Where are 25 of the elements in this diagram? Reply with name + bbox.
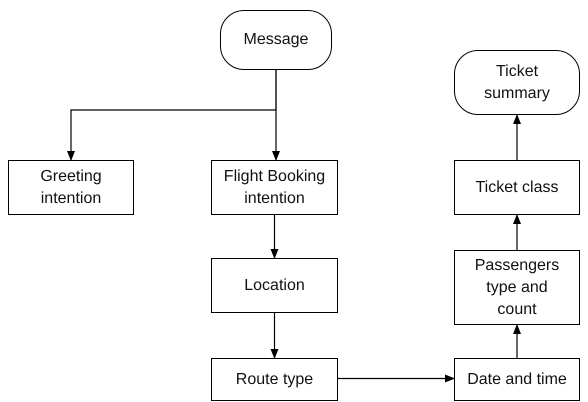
node-label: Ticket summary — [483, 62, 551, 104]
process-box — [211, 358, 338, 401]
node-label: Location — [244, 276, 305, 296]
node-label: Passengers type and count — [474, 256, 560, 320]
terminal-node — [454, 50, 580, 115]
arrow — [513, 114, 521, 160]
node-label: Message — [244, 30, 308, 50]
arrow — [513, 214, 521, 250]
arrow — [270, 313, 278, 359]
arrow — [338, 374, 455, 382]
node-label: Date and time — [467, 370, 567, 390]
node-label: Ticket class — [476, 178, 558, 198]
arrow — [272, 70, 280, 161]
process-box — [454, 358, 580, 401]
node-label: Route type — [236, 370, 314, 390]
node-label: Flight Booking intention — [222, 166, 326, 208]
node-label: Greeting intention — [39, 166, 103, 208]
process-box — [8, 160, 134, 215]
process-box — [454, 250, 580, 325]
process-box — [454, 160, 580, 215]
process-box — [211, 258, 338, 313]
terminal-node — [220, 10, 332, 70]
arrow — [270, 215, 278, 259]
arrow — [513, 324, 521, 358]
process-box — [211, 160, 338, 215]
